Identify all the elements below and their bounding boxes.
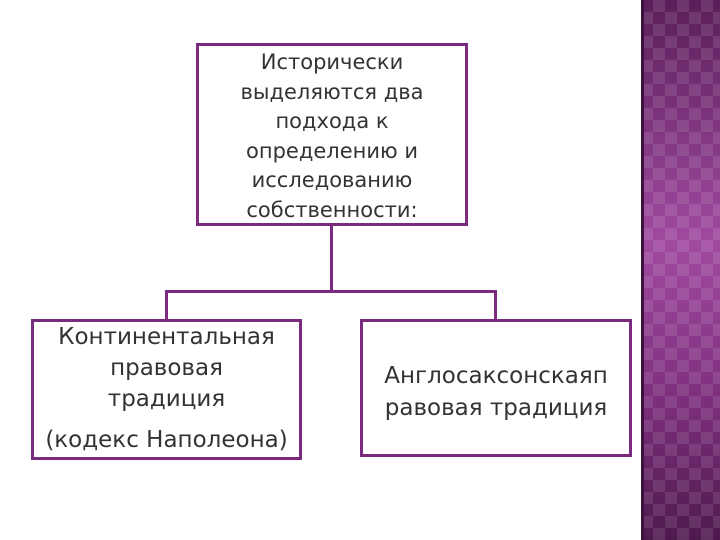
- connector-horizontal: [165, 290, 497, 293]
- connector-right-down: [494, 290, 497, 320]
- continental-line-3: традиция: [107, 386, 226, 412]
- decorative-side-panel: [641, 0, 720, 540]
- root-line-4: определению и: [246, 138, 418, 163]
- root-line-2: выделяются два: [240, 79, 424, 104]
- continental-tradition-node: Континентальная правовая традиция (кодек…: [31, 319, 302, 460]
- continental-line-2: правовая: [110, 355, 223, 381]
- root-line-1: Исторически: [260, 50, 404, 74]
- connector-left-down: [165, 290, 168, 320]
- anglo-saxon-tradition-node: Англосаксонскаяп равовая традиция: [360, 319, 632, 457]
- root-line-3: подхода к: [275, 109, 389, 133]
- anglo-saxon-line-1: Англосаксонскаяп: [384, 363, 608, 389]
- root-node: Исторически выделяются два подхода к опр…: [196, 43, 468, 226]
- connector-root-down: [330, 226, 333, 292]
- anglo-saxon-line-2: равовая традиция: [384, 395, 608, 421]
- continental-subtitle: (кодекс Наполеона): [45, 427, 288, 453]
- root-line-6: собственности:: [246, 197, 418, 222]
- root-line-5: исследованию: [251, 168, 413, 192]
- continental-line-1: Континентальная: [58, 324, 275, 350]
